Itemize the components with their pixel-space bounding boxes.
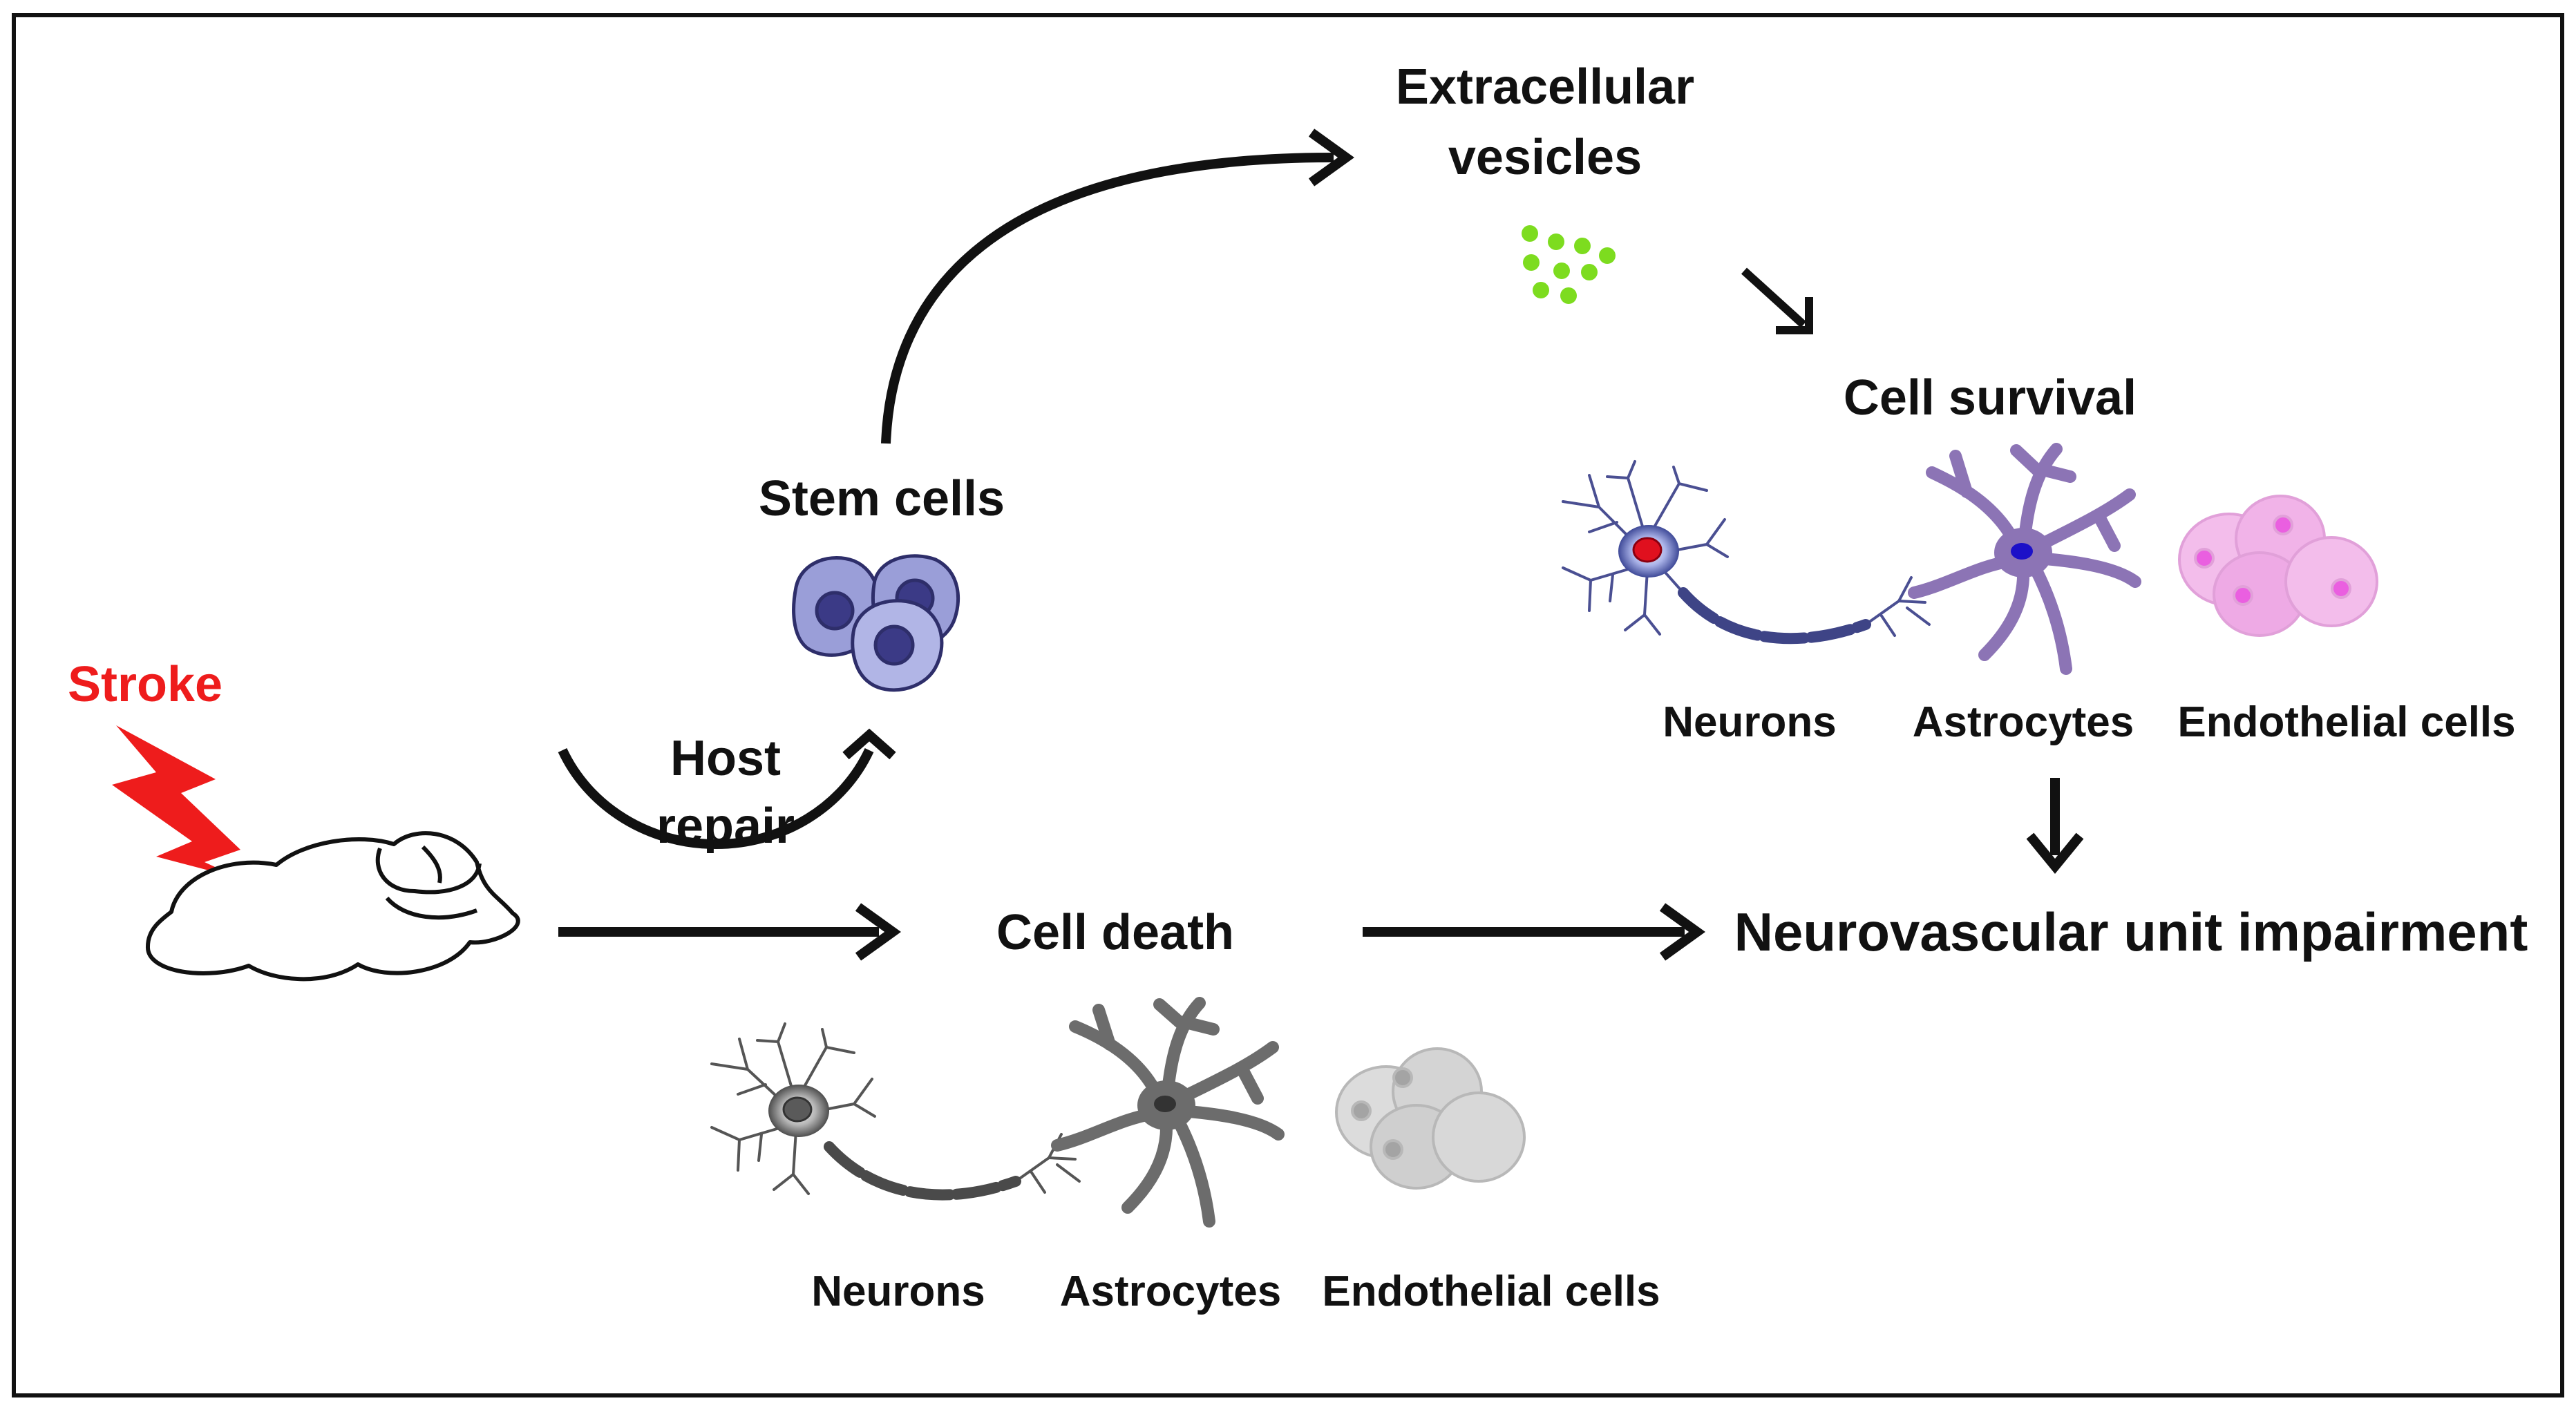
host-repair-label-line2: repair	[656, 799, 795, 854]
endothelial-healthy-icon	[2178, 495, 2378, 637]
vesicles-icon	[1522, 225, 1616, 304]
brain-icon	[145, 831, 520, 982]
death-endothelial-label: Endothelial cells	[1322, 1268, 1660, 1315]
frame-border	[12, 13, 2564, 1397]
arrow-cell-survival-to-nvu	[2026, 778, 2084, 875]
host-repair-label-line1: Host	[670, 731, 781, 786]
astrocyte-healthy-icon	[1908, 443, 2141, 675]
arrow-cell-death-to-nvu	[1363, 903, 1705, 961]
stem-cells-label: Stem cells	[759, 471, 1005, 526]
endothelial-dead-icon	[1335, 1047, 1526, 1190]
arrow-ev-to-cell-survival	[1741, 267, 1813, 334]
arrow-stroke-to-cell-death	[558, 903, 901, 961]
nvu-impairment-label: Neurovascular unit impairment	[1734, 901, 2528, 962]
cell-death-label: Cell death	[996, 905, 1234, 960]
neuron-dead-icon	[710, 1022, 1081, 1201]
survival-astrocytes-label: Astrocytes	[1913, 698, 2134, 746]
ev-label-line2: vesicles	[1448, 130, 1642, 185]
ev-label-line1: Extracellular	[1396, 59, 1694, 115]
arrow-host-repair	[558, 728, 896, 850]
death-astrocytes-label: Astrocytes	[1060, 1268, 1281, 1315]
stroke-label: Stroke	[68, 657, 222, 712]
death-neurons-label: Neurons	[811, 1268, 985, 1315]
lightning-bolt-icon	[112, 725, 240, 879]
astrocyte-dead-icon	[1051, 997, 1285, 1228]
survival-neurons-label: Neurons	[1663, 698, 1836, 746]
arrow-stem-cells-to-ev	[881, 128, 1354, 444]
cell-survival-label: Cell survival	[1844, 370, 2137, 426]
survival-endothelial-label: Endothelial cells	[2177, 698, 2515, 746]
stem-cells-icon	[792, 554, 960, 692]
neuron-healthy-icon	[1562, 460, 1931, 645]
